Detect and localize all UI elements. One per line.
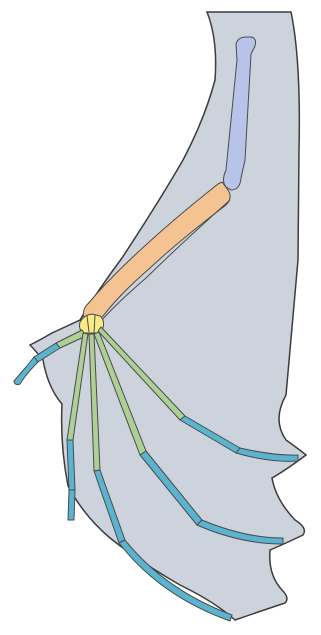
- digit-2-phalanx-2: [68, 490, 75, 520]
- digit-2-phalanx-1: [67, 440, 75, 490]
- thumb-claw: [14, 357, 38, 385]
- wing-membrane: [30, 12, 306, 620]
